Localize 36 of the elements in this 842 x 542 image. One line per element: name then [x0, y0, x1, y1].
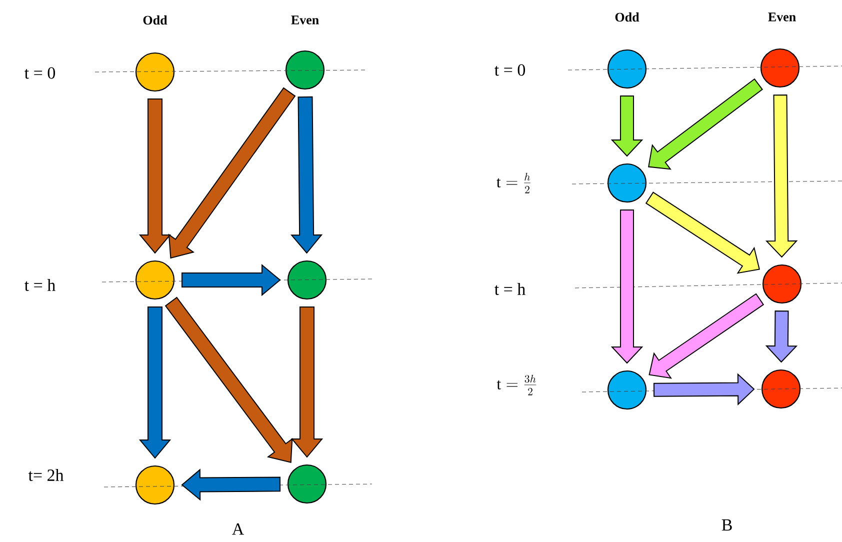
column-header: Even	[291, 16, 319, 24]
block-arrow	[182, 264, 281, 296]
state-circle	[761, 369, 801, 409]
state-circle	[607, 370, 647, 410]
block-arrow	[610, 210, 644, 364]
panel-label: B	[722, 519, 732, 531]
state-circle	[607, 163, 647, 203]
block-arrow	[290, 306, 324, 458]
state-circle	[135, 260, 175, 300]
block-arrow	[138, 98, 172, 254]
column-header: Odd	[143, 15, 168, 25]
state-circle	[285, 50, 325, 90]
time-label: t= 2h	[28, 469, 64, 481]
time-label: t = 0	[494, 64, 526, 76]
block-arrow	[290, 96, 323, 254]
block-arrow	[765, 94, 798, 258]
state-circle	[607, 49, 647, 89]
block-arrow	[181, 468, 281, 501]
state-circle	[762, 264, 802, 304]
time-label: $\mathrm{t}= \frac{3h}{2}$	[496, 374, 536, 396]
time-label: $\mathrm{t} = \frac{h}{2}$	[496, 172, 530, 194]
state-circle	[287, 464, 327, 504]
state-circle	[135, 465, 175, 505]
column-header: Odd	[615, 12, 640, 22]
time-label: t = 0	[24, 67, 56, 79]
state-circle	[135, 52, 175, 92]
state-circle	[760, 48, 800, 88]
state-circle	[287, 260, 327, 300]
block-arrow	[138, 306, 172, 459]
time-label: t = h	[494, 283, 526, 295]
column-header: Even	[768, 12, 796, 22]
block-arrow	[765, 310, 798, 363]
panel-label: A	[232, 523, 244, 535]
block-arrow	[610, 96, 644, 157]
block-arrow	[653, 373, 755, 406]
time-label: t = h	[24, 279, 56, 291]
